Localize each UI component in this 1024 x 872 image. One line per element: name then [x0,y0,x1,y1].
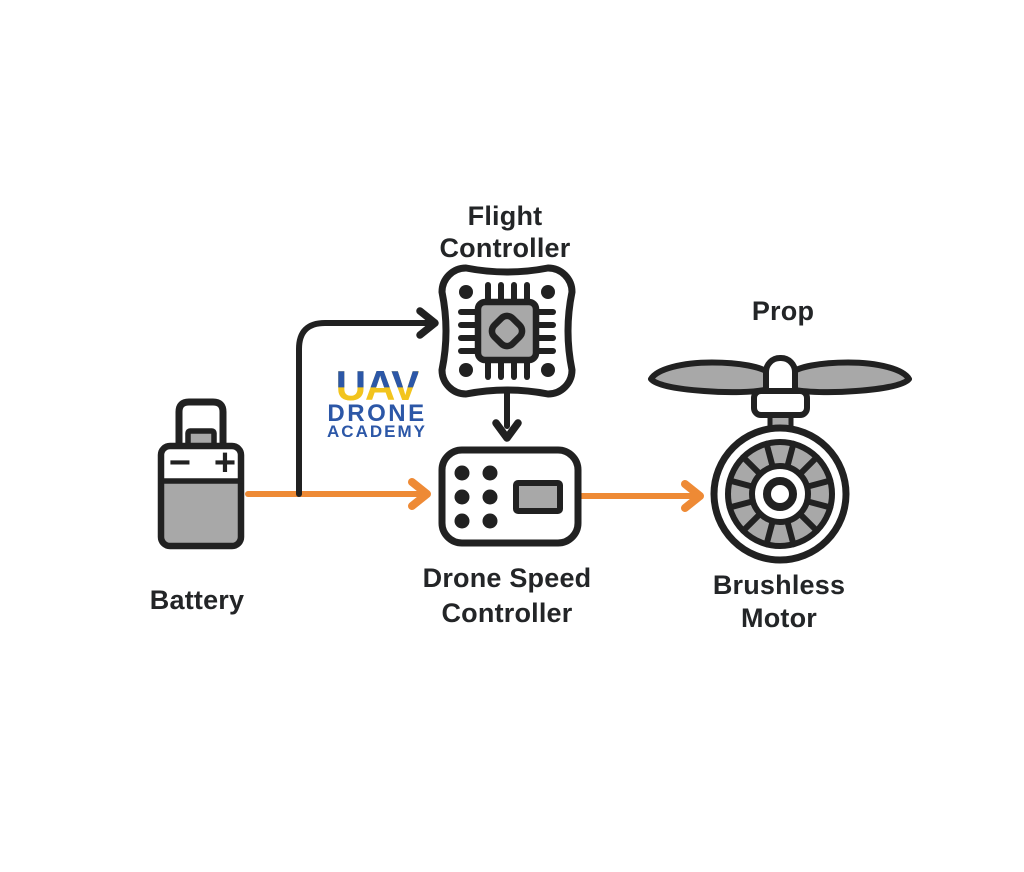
esc-board-icon [438,446,582,547]
battery-icon: − + [157,398,245,550]
fc-mount-hole [459,285,473,299]
esc-to-motor-arrow [578,480,704,512]
battery-minus-terminal: − [169,442,191,484]
arrowhead-down [492,419,522,442]
flight-controller-chip-icon [438,264,576,398]
battery-handle [175,398,227,446]
fc-mount-hole [459,363,473,377]
fc-to-esc-arrow [492,387,522,442]
flight-controller-label: Flight Controller [439,201,571,263]
propeller-blade-left [648,359,772,396]
brushless-motor-label: Brushless Motor [712,570,846,633]
uav-drone-academy-logo: UAV UAV DRONE ACADEMY [277,362,477,441]
battery-body [157,442,245,550]
fc-mount-hole [541,363,555,377]
esc-body [438,446,582,547]
propeller-icon [648,355,912,418]
esc-pin-dot [482,465,498,481]
esc-pin-dot [454,513,470,529]
propeller-blade-right [788,359,912,396]
arrowhead-right [681,480,704,512]
battery-body-fill [161,481,241,546]
esc-pin-dot [454,489,470,505]
prop-label: Prop [751,296,815,326]
logo-uav-wordmark: UAV UAV [335,362,420,409]
motor-axle [763,477,797,511]
propeller-collar [751,388,810,418]
chip-body [474,298,540,364]
logo-academy-wordmark: ACADEMY [327,422,427,441]
battery-plus-terminal: + [214,442,236,484]
logo-drone-wordmark: DRONE [327,400,427,427]
arrowhead-right [416,307,439,339]
fc-mount-hole [541,285,555,299]
esc-pin-dot [454,465,470,481]
esc-pin-dot [482,513,498,529]
esc-pin-dot [482,489,498,505]
brushless-motor-icon [648,355,912,564]
battery-to-fc-arrow [296,307,439,497]
speed-controller-label: Drone Speed Controller [422,563,592,628]
chip-core-diamond [488,312,526,350]
arrowhead-right [408,478,431,510]
battery-label: Battery [149,585,245,615]
esc-connector [513,480,563,514]
battery-to-esc-arrow [245,478,431,510]
